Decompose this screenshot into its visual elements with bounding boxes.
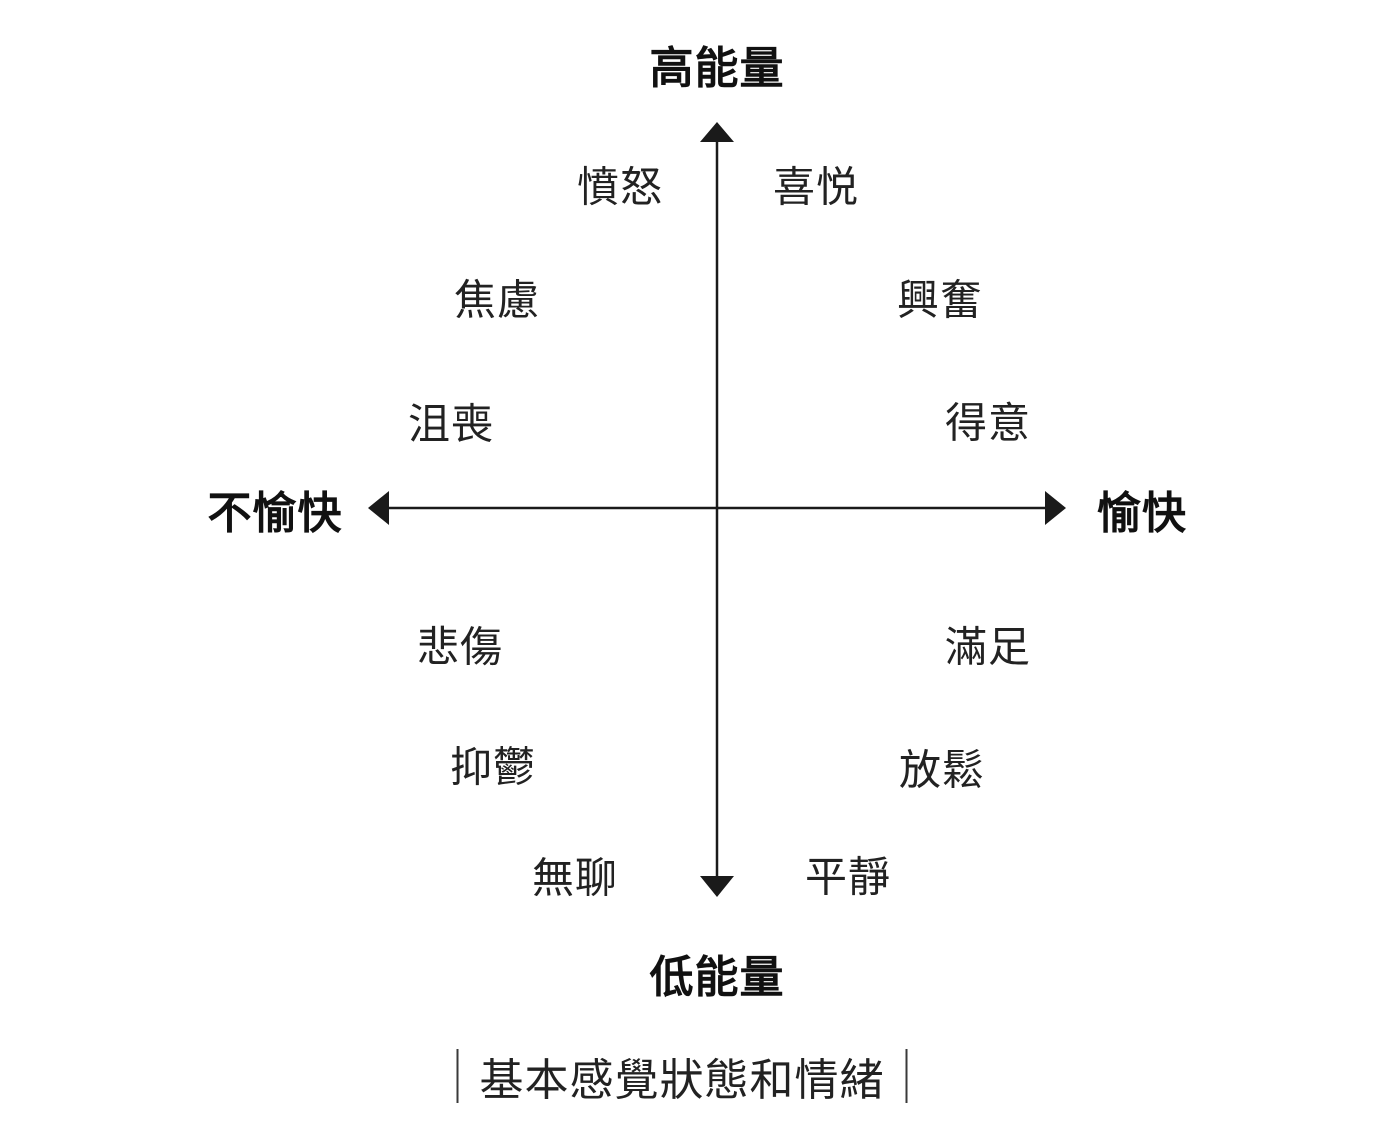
vertical-axis-arrow: [700, 122, 734, 897]
diagram-caption: 基本感覺狀態和情緒: [456, 1044, 908, 1108]
emotion-joy: 喜悦: [772, 163, 860, 211]
caption-left-bar: [456, 1049, 459, 1103]
axis-label-low-energy: 低能量: [649, 953, 785, 1002]
emotion-boredom: 無聊: [531, 854, 619, 902]
emotion-sadness: 悲傷: [416, 623, 504, 671]
emotion-calm: 平靜: [804, 853, 892, 901]
emotion-pride: 得意: [944, 399, 1032, 447]
emotion-excitement: 興奮: [896, 276, 984, 324]
emotion-anxiety: 焦慮: [453, 276, 541, 324]
caption-right-bar: [905, 1049, 908, 1103]
emotion-frustration: 沮喪: [407, 400, 495, 448]
caption-text: 基本感覺狀態和情緒: [479, 1056, 885, 1105]
emotion-depression: 抑鬱: [449, 743, 537, 791]
horizontal-axis-arrow: [368, 491, 1066, 525]
emotion-anger: 憤怒: [576, 163, 664, 211]
axis-label-high-energy: 高能量: [649, 44, 785, 93]
axis-label-pleasant: 愉快: [1097, 489, 1187, 538]
axis-label-unpleasant: 不愉快: [207, 489, 343, 538]
emotion-relaxation: 放鬆: [898, 746, 986, 794]
emotion-contentment: 滿足: [944, 623, 1032, 671]
